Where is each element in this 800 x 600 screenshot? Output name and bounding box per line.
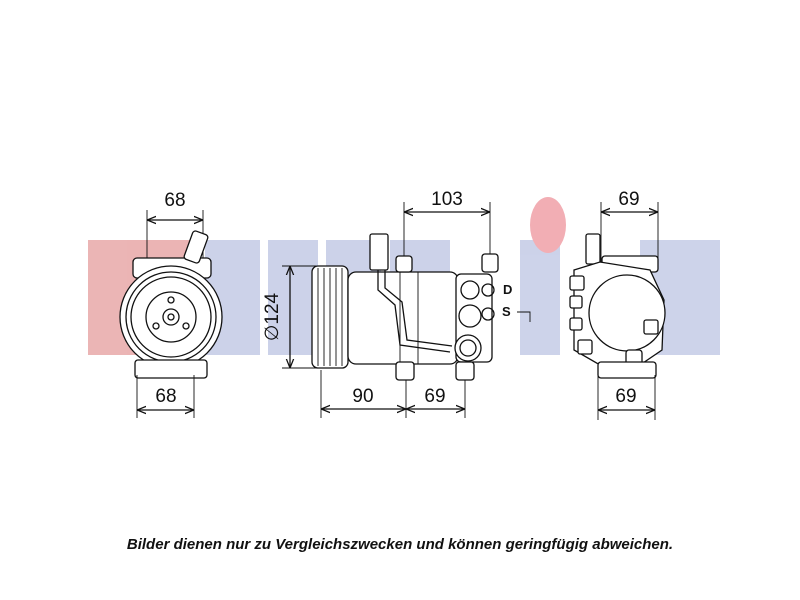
port-d-label: D: [503, 282, 512, 297]
port-s-label: S: [502, 304, 511, 319]
middle-view: 103 ∅124 D S: [262, 189, 531, 418]
middle-top-dim: 103: [431, 189, 463, 210]
right-view: 69 69: [569, 189, 666, 420]
middle-bottom-dim-b: 69: [424, 386, 445, 407]
right-top-dim: 69: [618, 189, 639, 210]
left-top-dim: 68: [164, 190, 185, 211]
left-view: 68 68: [119, 190, 223, 418]
right-bottom-dim: 69: [615, 386, 636, 407]
diameter-dim: ∅124: [262, 292, 283, 341]
disclaimer-caption: Bilder dienen nur zu Vergleichszwecken u…: [126, 536, 674, 553]
middle-bottom-dim-a: 90: [352, 386, 373, 407]
arrow-icon: [517, 311, 531, 322]
left-bottom-dim: 68: [155, 386, 176, 407]
